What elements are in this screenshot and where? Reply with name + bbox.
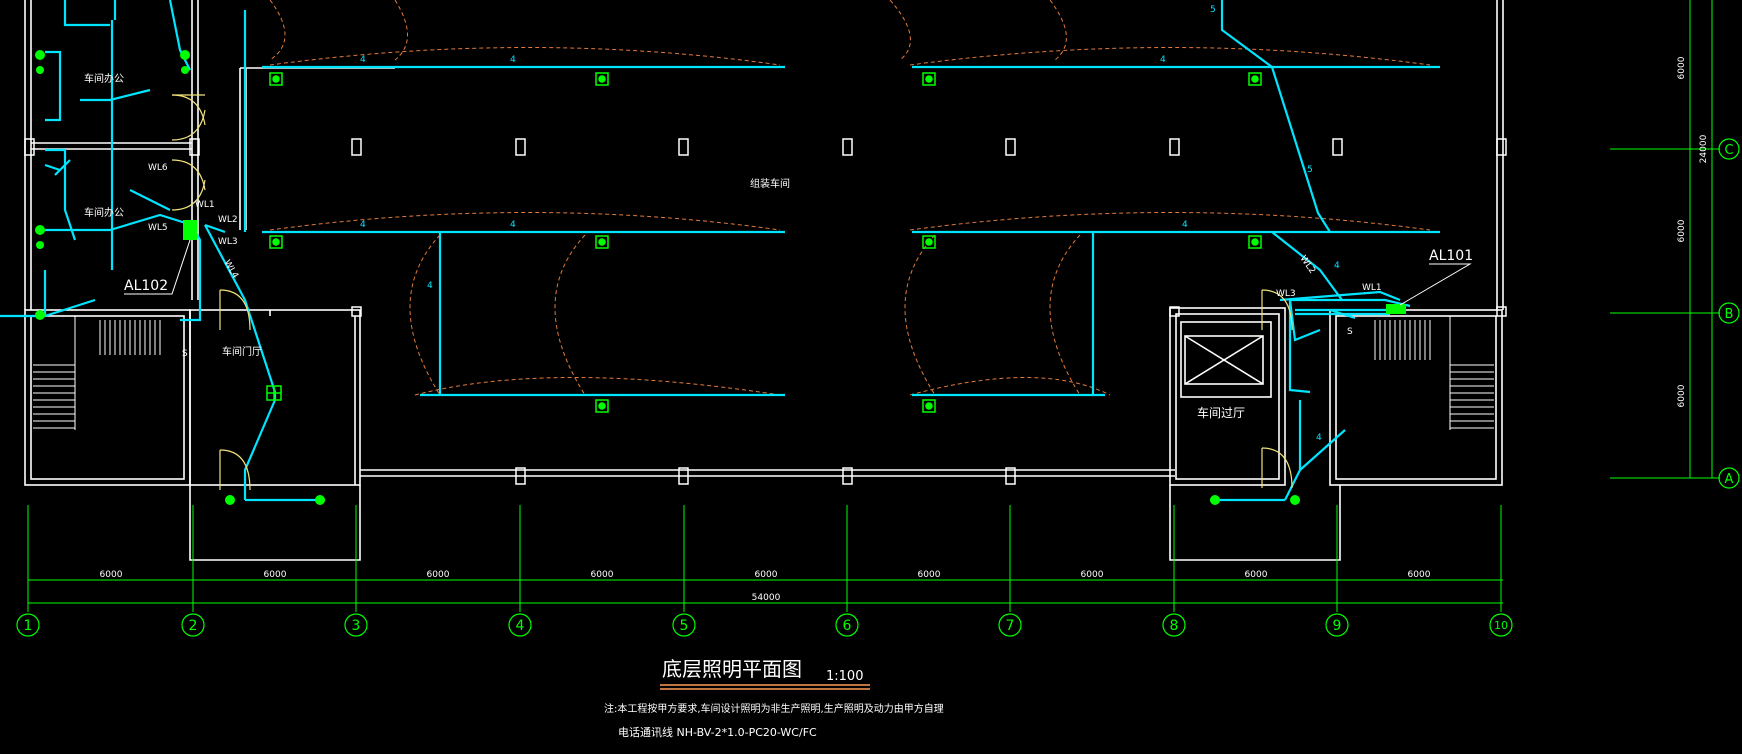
wire-count-labels: 4 4 4 4 4 4 4 5 5 4 4	[360, 5, 1340, 443]
circuit-label-wl6: WL6	[148, 163, 168, 173]
dimension-lines	[27, 0, 1720, 612]
drawing-note-1: 注:本工程按甲方要求,车间设计照明为非生产照明,生产照明及动力由甲方自理	[604, 702, 944, 715]
doors	[171, 94, 1293, 491]
wire-count: 5	[1210, 5, 1216, 15]
wire-count: 4	[1182, 220, 1188, 230]
wire-count: 4	[360, 220, 366, 230]
axis-label-5: 5	[680, 618, 689, 634]
axis-label-4: 4	[516, 618, 525, 634]
switch-label: S	[1347, 327, 1353, 337]
dim-v-text: 6000	[1677, 219, 1687, 242]
axis-bubbles	[16, 138, 1740, 637]
dim-v-text: 6000	[1677, 384, 1687, 407]
dim-text: 6000	[264, 570, 287, 580]
wire-count: 4	[510, 220, 516, 230]
dim-text: 6000	[755, 570, 778, 580]
dim-text: 6000	[591, 570, 614, 580]
dim-v-text: 6000	[1677, 56, 1687, 79]
axis-label-10: 10	[1494, 619, 1508, 632]
drawing-note-2: 电话通讯线 NH-BV-2*1.0-PC20-WC/FC	[618, 725, 817, 739]
room-label-office-lower: 车间办公	[84, 206, 124, 219]
axis-label-6: 6	[843, 618, 852, 634]
title-block: 底层照明平面图 1:100 注:本工程按甲方要求,车间设计照明为非生产照明,生产…	[604, 657, 944, 739]
circuit-label-wl2-right: WL2	[1298, 254, 1317, 276]
room-label-vestibule-left: 车间门厅	[222, 345, 262, 358]
switch-label: S	[182, 349, 188, 359]
axis-label-2: 2	[189, 618, 198, 634]
axis-labels-vertical: C B A	[1724, 143, 1733, 487]
light-fixtures	[266, 72, 1262, 413]
stairs-right	[1374, 316, 1494, 430]
dim-v-total-text: 24000	[1699, 134, 1709, 163]
panel-leaders	[124, 239, 1472, 306]
wire-count: 4	[1316, 433, 1322, 443]
lighting-wiring	[0, 0, 1440, 502]
room-label-vestibule-right: 车间过厅	[1197, 405, 1245, 420]
axis-label-1: 1	[24, 618, 33, 634]
stairs-left	[33, 316, 161, 430]
wire-count: 4	[510, 55, 516, 65]
room-label-office-upper: 车间办公	[84, 72, 124, 85]
axis-label-9: 9	[1333, 618, 1342, 634]
building-walls	[24, 0, 1504, 561]
dim-text: 6000	[1081, 570, 1104, 580]
wire-count: 4	[427, 281, 433, 291]
dim-text: 6000	[100, 570, 123, 580]
circuit-label-wl1: WL1	[195, 200, 215, 210]
wire-count: 4	[360, 55, 366, 65]
drawing-title: 底层照明平面图	[662, 657, 802, 681]
circuit-label-wl1-right: WL1	[1362, 283, 1382, 293]
dim-total-text: 54000	[752, 593, 781, 603]
vertical-dimension-texts: 6000 6000 6000 24000	[1677, 56, 1709, 407]
illumination-arcs	[269, 0, 1431, 396]
axis-label-3: 3	[352, 618, 361, 634]
wire-count: 4	[1160, 55, 1166, 65]
circuit-label-wl2: WL2	[218, 215, 238, 225]
switch-labels: S S	[182, 327, 1353, 359]
axis-label-a: A	[1725, 472, 1734, 487]
room-labels: 车间办公 车间办公 组装车间 车间门厅 车间过厅	[84, 72, 1245, 420]
axis-label-b: B	[1725, 307, 1734, 322]
wire-count: 5	[1307, 165, 1313, 175]
room-label-workshop: 组装车间	[750, 177, 790, 190]
panel-label-al101: AL101	[1429, 248, 1473, 264]
axis-label-c: C	[1724, 143, 1733, 158]
dim-text: 6000	[1245, 570, 1268, 580]
panel-label-al102: AL102	[124, 278, 168, 294]
circuit-label-wl5: WL5	[148, 223, 168, 233]
dim-text: 6000	[1408, 570, 1431, 580]
panel-labels: AL102 AL101	[124, 248, 1473, 294]
circuit-label-wl3-right: WL3	[1276, 289, 1296, 299]
circuit-label-wl4: WL4	[221, 259, 240, 281]
wall-fixtures	[35, 50, 1300, 505]
dimension-texts: 6000 6000 6000 6000 6000 6000 6000 6000 …	[100, 570, 1431, 603]
axis-label-7: 7	[1006, 618, 1015, 634]
axis-label-8: 8	[1170, 618, 1179, 634]
wire-count: 4	[1334, 261, 1340, 271]
dim-text: 6000	[918, 570, 941, 580]
circuit-label-wl3: WL3	[218, 237, 238, 247]
columns	[24, 138, 1507, 485]
dim-text: 6000	[427, 570, 450, 580]
drawing-scale: 1:100	[826, 669, 863, 684]
axis-labels-horizontal: 1 2 3 4 5 6 7 8 9 10	[24, 618, 1508, 634]
distribution-panels	[183, 220, 1406, 314]
